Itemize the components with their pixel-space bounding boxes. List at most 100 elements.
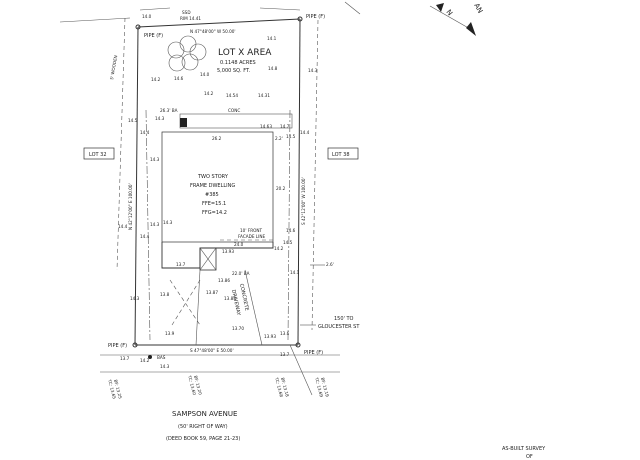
curb-elevations: TC: 13.65 BF: 13.25 TC: 13.60 BF: 13.20 …: [107, 374, 330, 400]
lot-area-title: LOT X AREA: [218, 48, 272, 58]
sewer-cleanout-cloud: [167, 35, 207, 72]
ssd-rim-label: RIM 14.41: [180, 16, 201, 21]
left-property-line: [134, 26, 139, 346]
meter-box-icon: [180, 118, 187, 127]
spot-elevation: 14.3: [150, 222, 160, 227]
spot-elevation: 14.2: [204, 91, 214, 96]
gloucester-line-1: 150' TO: [334, 316, 354, 322]
spot-elevation: 14.4: [140, 130, 150, 135]
north-arrow-icon: [436, 3, 444, 12]
survey-title-line-1: AS-BUILT SURVEY: [502, 446, 546, 452]
conc-label: CONC: [228, 108, 240, 113]
facade-line-2: FACADE LINE: [238, 234, 266, 239]
lot-38-label: LOT 38: [332, 152, 350, 158]
pipe-top-right-icon: [297, 16, 303, 22]
rear-property-line: [137, 18, 301, 28]
spot-elevation: 13.93: [264, 334, 276, 339]
dist-26-2-label: 26.2: [212, 136, 222, 141]
spot-elevation: 14.3: [155, 116, 165, 121]
spot-elevation: 13.88: [224, 296, 236, 301]
survey-title-line-2: OF: [526, 454, 533, 460]
spot-elevations: 14.0 14.2 14.5 14.4 14.3 14.6 14.1 14.8 …: [118, 14, 318, 369]
spot-elevation: 13.7: [280, 352, 290, 357]
fence-label: 5' WOODEN: [109, 55, 118, 80]
driveway-line-1: CONCRETE: [238, 283, 250, 311]
dwelling-ffe: FFE=15.1: [202, 201, 226, 207]
bas-label: BAS: [157, 355, 166, 360]
dwelling-footprint: [161, 131, 274, 243]
spot-elevation: 13.70: [232, 326, 244, 331]
spot-elevation: 14.3: [160, 364, 170, 369]
dist-22-0-label: 22.0' BA: [232, 271, 250, 276]
spot-elevation: 14.3: [308, 68, 318, 73]
pipe-bottom-right-icon: [295, 342, 301, 348]
spot-elevation: 14.1: [267, 36, 277, 41]
dist-13-7-label: 13.7: [176, 262, 186, 267]
top-right-line-2: [344, 1, 361, 15]
pipe-top-left-label: PIPE (F): [144, 33, 163, 39]
curb-label: BF: 13.19: [320, 377, 330, 398]
spot-elevation: 13.7: [120, 356, 130, 361]
spot-elevation: 14.6: [286, 228, 296, 233]
curb-label: BF: 13.18: [280, 377, 290, 398]
spot-elevation: 14.54: [226, 93, 238, 98]
lot-32-label: LOT 32: [89, 152, 107, 158]
pipe-bottom-left-label: PIPE (F): [108, 343, 127, 349]
spot-elevation: 14.4: [300, 130, 310, 135]
left-bearing-label: N 42°12'00" E 100.00': [128, 183, 133, 230]
dwelling-ffg: FFG=14.2: [202, 210, 227, 216]
right-property-line: [297, 18, 301, 346]
pipe-top-left-icon: [135, 24, 141, 30]
top-left-line-2: [139, 7, 171, 11]
walkway-line: [169, 279, 201, 326]
spot-elevation: 13.6: [280, 331, 290, 336]
pipe-bottom-right-label: PIPE (F): [304, 350, 323, 356]
right-edge-label: AN: [472, 2, 484, 15]
spot-elevation: 13.86: [218, 278, 230, 283]
street-row: (50' RIGHT OF WAY): [178, 424, 228, 430]
dist-24-0-label: 24.0: [234, 242, 244, 247]
spot-elevation: 13.87: [206, 290, 218, 295]
spot-elevation: 14.6: [174, 76, 184, 81]
north-label: N: [444, 8, 454, 17]
wooden-fence-line: [116, 17, 126, 271]
spot-elevation: 14.0: [142, 14, 152, 19]
spot-elevation: 14.3: [163, 220, 173, 225]
spot-elevation: 14.5: [128, 118, 138, 123]
dist-20-2-label: 20.2: [276, 186, 286, 191]
curb-label: TC: 13.60: [187, 374, 197, 396]
spot-elevation: 14.2: [140, 358, 150, 363]
north-arrow-line: [429, 5, 473, 31]
spot-elevation: 14.0: [200, 72, 210, 77]
spot-elevation: 14.63: [260, 124, 272, 129]
spot-elevation: 14.2: [151, 77, 161, 82]
lot-area-acres: 0.1148 ACRES: [220, 60, 256, 66]
front-bearing-label: S 47°48'00" E 50.00': [190, 348, 234, 353]
dist-2-6-label: 2.6': [326, 262, 334, 267]
spot-elevation: 14.3: [150, 157, 160, 162]
right-setback-line: [287, 109, 291, 341]
spot-elevation: 13.8: [160, 292, 170, 297]
driveway-right-edge: [244, 269, 263, 346]
spot-elevation: 14.5: [286, 134, 296, 139]
spot-elevation: 14.4: [140, 234, 150, 239]
top-right-line: [259, 7, 301, 11]
spot-elevation: 14.3: [130, 296, 140, 301]
right-adjoining-line: [311, 19, 319, 331]
driveway-left-edge: [195, 269, 201, 346]
curb-label: BF: 13.25: [113, 379, 123, 400]
spot-elevation: 14.31: [258, 93, 270, 98]
rear-bearing-label: N 47°48'00" W 50.00': [190, 29, 236, 34]
ssd-label: SSD: [182, 10, 191, 15]
spot-elevation: 14.1: [290, 270, 300, 275]
spot-elevation: 13.9: [165, 331, 175, 336]
right-bearing-label: S 42°12'00" W 100.00': [301, 177, 306, 225]
lot-38-box: [327, 147, 359, 160]
facade-line-1: 10' FRONT: [240, 228, 263, 233]
spot-elevation: 14.5: [283, 240, 293, 245]
spot-elevation: 14.8: [268, 66, 278, 71]
dwelling-line-1: TWO STORY: [197, 174, 229, 180]
stoop: [199, 247, 217, 271]
